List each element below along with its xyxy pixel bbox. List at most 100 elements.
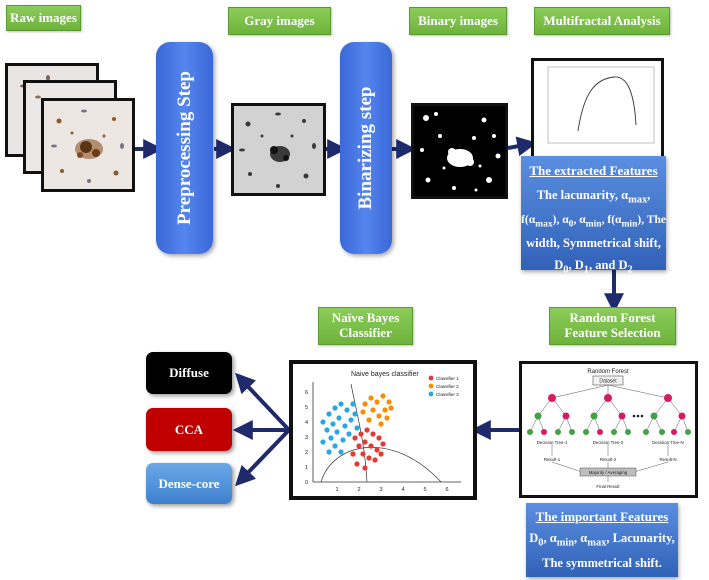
nb-point-classifier-1 xyxy=(352,435,358,441)
nb-point-classifier-2 xyxy=(386,399,392,405)
nb-point-classifier-1 xyxy=(360,451,366,457)
extracted-features-box: The extracted Features The lacunarity, α… xyxy=(521,156,666,275)
nb-point-classifier-1 xyxy=(362,439,368,445)
rf-majority: Majority / Averaging xyxy=(589,470,628,475)
nb-x-tick: 6 xyxy=(445,487,448,493)
nb-point-classifier-1 xyxy=(354,461,360,467)
rf-tree1: Decision Tree-1 xyxy=(537,440,568,445)
nb-point-classifier-1 xyxy=(356,443,362,449)
extracted-features-line1: The lacunarity, αmax, xyxy=(536,188,651,206)
nb-point-classifier-2 xyxy=(366,417,372,423)
nb-point-classifier-2 xyxy=(374,399,380,405)
binarizing-step-label: Binarizing step xyxy=(355,86,376,210)
random-forest-label-line1: Random Forest xyxy=(569,310,656,326)
spectrum-curve xyxy=(577,76,637,132)
nb-point-classifier-3 xyxy=(346,431,352,437)
random-forest-label-line2: Feature Selection xyxy=(564,325,661,340)
nb-point-classifier-3 xyxy=(336,415,342,421)
nb-point-classifier-3 xyxy=(330,421,336,427)
preprocessing-step-label: Preprocessing Step xyxy=(173,71,195,225)
rf-result2: Result-2 xyxy=(600,457,617,462)
nb-point-classifier-2 xyxy=(368,395,374,401)
nb-point-classifier-2 xyxy=(362,401,368,407)
nb-legend: Classifier 1 Classifier 2 Classifier 3 xyxy=(428,375,459,397)
raw-image-front xyxy=(41,98,135,192)
nb-x-tick: 3 xyxy=(379,487,382,493)
rf-treeN: Decision Tree-N xyxy=(652,440,683,445)
nb-point-classifier-3 xyxy=(338,449,344,455)
nb-point-classifier-3 xyxy=(334,429,340,435)
nb-point-classifier-1 xyxy=(370,431,376,437)
multifractal-spectrum-plot xyxy=(531,58,664,159)
important-features-heading: The important Features xyxy=(535,509,669,524)
nb-y-tick: 0 xyxy=(305,480,308,486)
nb-y-tick: 1 xyxy=(305,465,308,471)
nb-point-classifier-2 xyxy=(378,421,384,427)
dense-core-class-box: Dense-core xyxy=(146,463,232,504)
preprocessing-step: Preprocessing Step xyxy=(156,42,213,254)
nb-point-classifier-3 xyxy=(354,425,360,431)
nb-x-tick: 4 xyxy=(401,487,404,493)
random-forest-label: Random Forest Feature Selection xyxy=(549,307,676,345)
binary-images-label: Binary images xyxy=(409,7,507,35)
extracted-features-line2: f(αmax), α0, αmin, f(αmin), The xyxy=(521,213,666,230)
nb-point-classifier-1 xyxy=(362,465,368,471)
nb-point-classifier-1 xyxy=(364,427,370,433)
nb-y-tick: 2 xyxy=(305,450,308,456)
nb-point-classifier-2 xyxy=(370,407,376,413)
nb-point-classifier-3 xyxy=(332,405,338,411)
nb-legend-2: Classifier 2 xyxy=(436,384,459,389)
nb-legend-1: Classifier 1 xyxy=(436,376,459,381)
cca-class-box: CCA xyxy=(146,408,232,451)
nb-point-classifier-3 xyxy=(326,449,332,455)
naive-bayes-label: Naïve Bayes Classifier xyxy=(318,307,413,345)
extracted-features-heading: The extracted Features xyxy=(529,163,658,178)
nb-point-classifier-1 xyxy=(366,455,372,461)
rf-resultN: Result-N xyxy=(659,457,676,462)
nb-point-classifier-2 xyxy=(382,407,388,413)
raw-images-label: Raw images xyxy=(6,5,81,31)
nb-point-classifier-2 xyxy=(384,415,390,421)
nb-point-classifier-3 xyxy=(338,401,344,407)
nb-point-classifier-2 xyxy=(360,409,366,415)
important-features-box: The important Features D0, αmin, αmax, L… xyxy=(526,503,678,577)
nb-point-classifier-3 xyxy=(324,427,330,433)
nb-point-classifier-3 xyxy=(326,411,332,417)
naive-bayes-label-line1: Naïve Bayes xyxy=(331,310,400,326)
nb-point-classifier-1 xyxy=(374,447,380,453)
nb-point-classifier-3 xyxy=(348,417,354,423)
nb-legend-3: Classifier 3 xyxy=(436,392,459,397)
naive-bayes-svg: Naive bayes classifier Classifier 1 Clas… xyxy=(293,364,473,496)
nb-x-tick: 1 xyxy=(335,487,338,493)
arrow-nb-to-diffuse xyxy=(235,372,291,432)
nb-point-classifier-3 xyxy=(332,443,338,449)
arrow-nb-to-dense xyxy=(235,428,291,487)
extracted-features-line3: width, Symmetrical shift, xyxy=(526,235,661,250)
nb-point-classifier-1 xyxy=(380,441,386,447)
multifractal-label: Multifractal Analysis xyxy=(534,7,670,35)
nb-point-classifier-1 xyxy=(368,443,374,449)
rf-result1: Result-1 xyxy=(544,457,561,462)
nb-point-classifier-3 xyxy=(328,435,334,441)
nb-point-classifier-1 xyxy=(350,451,356,457)
nb-boundary-2 xyxy=(320,447,442,483)
nb-point-classifier-2 xyxy=(376,413,382,419)
nb-point-classifier-3 xyxy=(342,423,348,429)
binary-image xyxy=(411,103,508,199)
nb-point-classifier-2 xyxy=(380,393,386,399)
extracted-features-line4: D0, D1, and D2 xyxy=(554,257,633,276)
nb-y-tick: 4 xyxy=(305,420,308,426)
important-features-line2: The symmetrical shift. xyxy=(542,555,662,570)
rf-dataset: Dataset xyxy=(599,379,617,385)
nb-point-classifier-3 xyxy=(320,439,326,445)
naive-bayes-plot: Naive bayes classifier Classifier 1 Clas… xyxy=(289,360,477,500)
nb-title: Naive bayes classifier xyxy=(351,371,419,378)
nb-y-tick: 6 xyxy=(305,390,308,396)
nb-y-tick: 5 xyxy=(305,405,308,411)
diffuse-class-box: Diffuse xyxy=(146,352,232,394)
nb-y-tick: 3 xyxy=(305,435,308,441)
nb-x-tick: 2 xyxy=(357,487,360,493)
gray-images-label: Gray images xyxy=(228,7,331,35)
rf-tree2: Decision Tree-2 xyxy=(593,440,624,445)
